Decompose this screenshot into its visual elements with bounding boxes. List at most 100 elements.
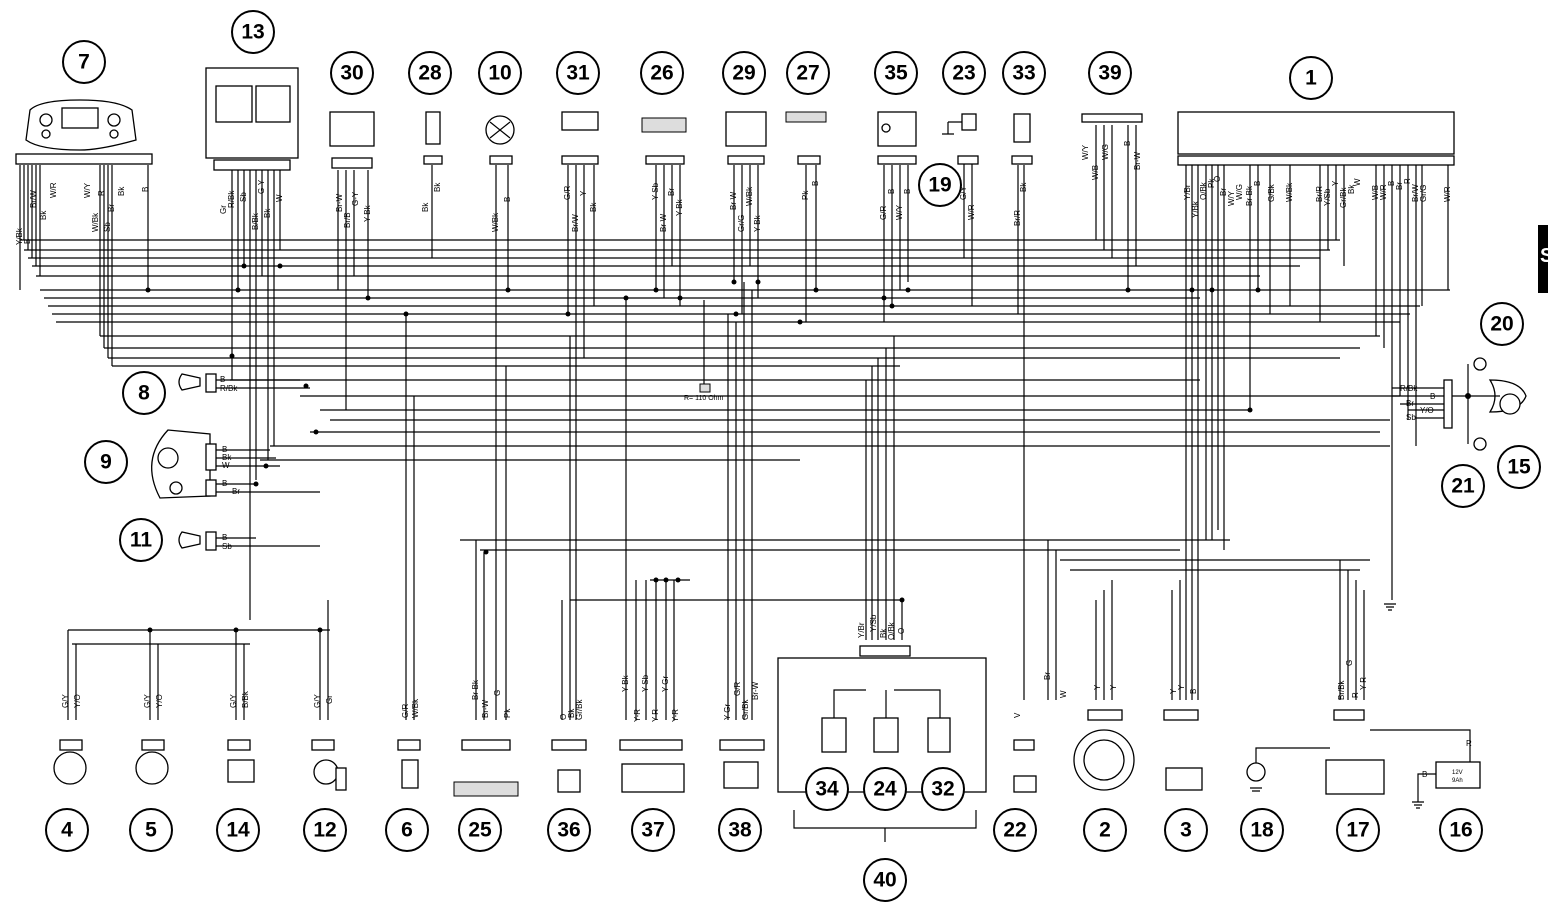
wire-label: Sb: [239, 192, 248, 202]
wire-label: Bk: [263, 208, 272, 218]
callout-26: 26: [640, 51, 684, 95]
svg-text:2: 2: [1099, 819, 1111, 842]
wire-label: Sb: [222, 542, 232, 551]
wire-label: Gr/Bk: [741, 699, 750, 720]
wire-label: Y: [1177, 684, 1186, 690]
wire-label: V: [1013, 712, 1022, 718]
wire-label: Bk: [589, 202, 598, 212]
vertical-wires: [19, 125, 1449, 720]
indicator-5: [135, 739, 169, 785]
svg-text:23: 23: [952, 62, 975, 85]
wire-label: W: [1353, 178, 1362, 186]
wire-label: Y-R: [1359, 677, 1368, 690]
callout-12: 12: [303, 808, 347, 852]
wire-label: G: [493, 690, 502, 696]
svg-text:20: 20: [1490, 313, 1513, 336]
callout-25: 25: [458, 808, 502, 852]
callout-36: 36: [547, 808, 591, 852]
wire-label: Br: [107, 204, 116, 212]
component-35: [877, 111, 917, 165]
wire-label: G/R: [401, 704, 410, 718]
wire-label: W/R: [967, 204, 976, 220]
horn-12: [311, 739, 347, 791]
wire-label: Br-W: [481, 699, 490, 718]
wire-label: Y/Bk: [15, 227, 24, 245]
svg-text:21: 21: [1451, 475, 1475, 498]
wire-label: R/Bk: [227, 190, 236, 208]
instrument-cluster: [15, 99, 153, 165]
harness-wires: [20, 239, 1450, 645]
callout-7: 7: [62, 40, 106, 84]
dashboard-group-40: [777, 645, 987, 842]
svg-text:3: 3: [1180, 819, 1192, 842]
wire-label: Br-W: [1133, 151, 1142, 170]
wire-label: G/Y: [143, 694, 152, 708]
svg-text:13: 13: [241, 21, 264, 44]
wire-label: Y-R: [651, 709, 660, 722]
wire-label: O/Bk: [887, 621, 896, 640]
svg-text:39: 39: [1098, 62, 1121, 85]
wire-label: G-Y: [351, 191, 360, 206]
wire-label: B/Bk: [251, 212, 260, 230]
callout-4: 4: [45, 808, 89, 852]
svg-text:36: 36: [557, 819, 580, 842]
wire-label: Y-Gr: [723, 704, 732, 720]
callout-16: 16: [1439, 808, 1483, 852]
wire-label: Pk: [503, 708, 512, 718]
wire-label: Br/W: [571, 214, 580, 232]
regulator-3: [1163, 709, 1203, 791]
wire-label: B: [222, 479, 227, 488]
svg-text:15: 15: [1507, 456, 1531, 479]
wire-label: B: [1430, 392, 1435, 401]
svg-text:8: 8: [138, 382, 150, 405]
svg-text:6: 6: [401, 819, 413, 842]
callout-2: 2: [1083, 808, 1127, 852]
wire-label: B: [220, 375, 225, 384]
callout-22: 22: [993, 808, 1037, 852]
wire-label: B: [222, 445, 227, 454]
wire-label: Br: [1406, 399, 1414, 408]
wire-label: Br-W: [335, 193, 344, 212]
callout-19: 19: [918, 163, 962, 207]
rear-light: [1443, 357, 1527, 451]
wire-label: G/R: [563, 186, 572, 200]
wire-label: W/R: [1379, 184, 1388, 200]
callout-3: 3: [1164, 808, 1208, 852]
wire-label: Br/R: [1013, 210, 1022, 226]
wire-label: B: [1189, 689, 1198, 694]
svg-text:11: 11: [130, 529, 153, 552]
wire-label: Y-Bk: [621, 674, 630, 692]
wire-label: W/Y: [1081, 144, 1090, 160]
wire-label: W/R: [1443, 186, 1452, 202]
wire-label: Br/R: [1315, 186, 1324, 202]
fan-10: [485, 115, 515, 165]
wire-label: W/B: [1091, 165, 1100, 180]
wire-label: G/Bk: [1267, 183, 1276, 202]
svg-text:12: 12: [313, 819, 336, 842]
svg-text:37: 37: [641, 819, 664, 842]
callout-18: 18: [1240, 808, 1284, 852]
svg-text:31: 31: [566, 62, 590, 85]
callout-31: 31: [556, 51, 600, 95]
wire-label: Br: [1395, 182, 1404, 190]
wire-label: Gr/Bk: [1339, 187, 1348, 208]
component-31: [561, 111, 599, 165]
wire-label: Y-Gr: [661, 676, 670, 692]
connector-39: [1081, 113, 1143, 123]
wire-label: Bk: [222, 453, 232, 462]
wire-label: G/Y: [229, 694, 238, 708]
ground-symbols: [1250, 603, 1424, 809]
wire-label: R: [1466, 739, 1472, 748]
svg-text:4: 4: [61, 819, 73, 842]
svg-text:16: 16: [1449, 819, 1472, 842]
wire-label: G/R: [733, 682, 742, 696]
wire-label: Br: [232, 487, 240, 496]
wire-label: Br-Bk: [471, 679, 480, 700]
wire-label: Gr: [219, 205, 228, 214]
callout-30: 30: [330, 51, 374, 95]
wire-label: Br/Bk: [1337, 679, 1346, 700]
wire-label: W/Y: [83, 182, 92, 198]
light-switch: [205, 67, 299, 171]
callout-23: 23: [942, 51, 986, 95]
section-tab: S: [1538, 225, 1548, 293]
